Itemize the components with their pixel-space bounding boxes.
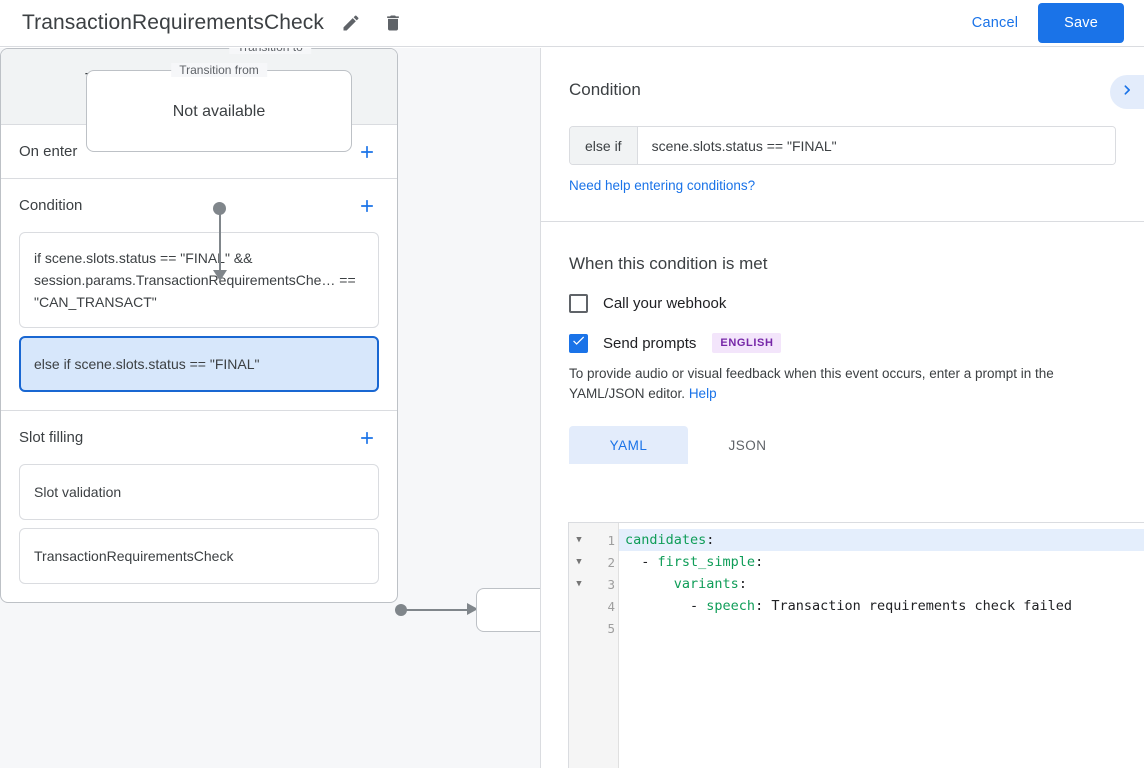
plus-icon [357, 142, 377, 162]
code-line[interactable] [619, 617, 1144, 639]
slot-filling-item[interactable]: Slot validation [19, 464, 379, 520]
when-condition-met-heading: When this condition is met [569, 254, 768, 273]
editor-gutter: ▼ 1 ▼ 2 ▼ 3 4 5 [569, 523, 619, 768]
code-line[interactable]: candidates: [619, 529, 1144, 551]
condition-input[interactable] [637, 127, 1115, 164]
check-icon [571, 333, 586, 353]
code-line[interactable]: - first_simple: [619, 551, 1144, 573]
plus-icon [357, 196, 377, 216]
trash-icon [383, 13, 403, 33]
line-number: 2 [607, 554, 615, 570]
connector-arrowhead-down [213, 270, 227, 281]
target-node[interactable] [476, 588, 540, 632]
code-colon: : [755, 598, 764, 614]
send-prompts-checkbox[interactable] [569, 333, 588, 353]
section-condition: Condition if scene.slots.status == "FINA… [1, 179, 397, 411]
slot-filling-item[interactable]: TransactionRequirementsCheck [19, 528, 379, 584]
condition-heading: Condition [569, 80, 641, 99]
line-number: 5 [607, 620, 615, 636]
language-badge: ENGLISH [712, 333, 782, 353]
fold-arrow-icon[interactable]: ▼ [576, 579, 582, 589]
code-indent [625, 576, 674, 592]
condition-item[interactable]: if scene.slots.status == "FINAL" && sess… [19, 232, 379, 328]
flow-canvas[interactable]: Transition from Not available Transition… [0, 48, 540, 768]
condition-help-link[interactable]: Need help entering conditions? [569, 178, 756, 193]
condition-field-row: else if [569, 126, 1116, 165]
tab-json[interactable]: JSON [728, 437, 767, 453]
webhook-checkbox[interactable] [569, 294, 588, 313]
edit-title-button[interactable] [336, 8, 366, 38]
webhook-label: Call your webhook [603, 295, 727, 312]
webhook-checkbox-row[interactable]: Call your webhook [569, 294, 1116, 313]
app-header: TransactionRequirementsCheck Cancel Save [0, 0, 1144, 47]
code-line[interactable]: - speech: Transaction requirements check… [619, 595, 1144, 617]
tab-yaml[interactable]: YAML [569, 426, 688, 464]
add-on-enter-button[interactable] [355, 140, 379, 164]
send-prompts-label: Send prompts [603, 334, 697, 352]
section-on-enter: On enter [1, 125, 397, 179]
editor-format-tabs: YAML JSON [569, 426, 1116, 464]
code-colon: : [738, 576, 747, 592]
section-title-slot-filling: Slot filling [19, 429, 84, 446]
code-colon: : [755, 554, 764, 570]
connector-line-horizontal [400, 609, 470, 611]
section-divider [541, 221, 1144, 222]
line-number: 1 [607, 532, 615, 548]
gutter-row: ▼ 3 [569, 573, 618, 595]
add-slot-filling-button[interactable] [355, 426, 379, 450]
gutter-row: 5 [569, 617, 618, 639]
pencil-icon [341, 13, 361, 33]
fold-arrow-icon[interactable]: ▼ [576, 557, 582, 567]
transition-from-legend: Transition from [171, 63, 267, 77]
transition-from-value: Not available [172, 103, 266, 120]
gutter-row: ▼ 1 [569, 529, 618, 551]
code-indent: - [625, 554, 658, 570]
send-prompts-helper-text: To provide audio or visual feedback when… [569, 364, 1116, 404]
code-key: variants [673, 576, 739, 592]
transition-to-legend: Transition to [229, 48, 311, 54]
line-number: 4 [607, 598, 615, 614]
yaml-editor[interactable]: ▼ 1 ▼ 2 ▼ 3 4 5 candidates: - first_simp… [568, 522, 1144, 768]
condition-section: Condition else if Need help entering con… [541, 48, 1144, 195]
code-key: speech [706, 598, 756, 614]
helper-text: To provide audio or visual feedback when… [569, 366, 1054, 401]
page-title: TransactionRequirementsCheck [22, 11, 324, 34]
section-title-on-enter: On enter [19, 143, 78, 160]
cancel-button[interactable]: Cancel [958, 7, 1032, 39]
gutter-row: ▼ 2 [569, 551, 618, 573]
condition-item-selected[interactable]: else if scene.slots.status == "FINAL" [19, 336, 379, 392]
chevron-right-icon [1117, 80, 1137, 105]
connector-line-vertical [219, 208, 221, 274]
section-slot-filling: Slot filling Slot validation Transaction… [1, 411, 397, 602]
transition-from-node[interactable]: Transition from Not available [86, 63, 352, 152]
helper-help-link[interactable]: Help [688, 386, 717, 401]
gutter-row: 4 [569, 595, 618, 617]
code-key: first_simple [657, 554, 756, 570]
connector-arrowhead-right [467, 603, 478, 615]
send-prompts-checkbox-row[interactable]: Send prompts ENGLISH [569, 333, 1116, 353]
plus-icon [357, 428, 377, 448]
delete-button[interactable] [378, 8, 408, 38]
code-key: candidates [625, 532, 707, 548]
section-title-condition: Condition [19, 197, 83, 214]
save-button[interactable]: Save [1038, 3, 1124, 43]
line-number: 3 [607, 576, 615, 592]
code-line[interactable]: variants: [619, 573, 1144, 595]
code-indent: - [625, 598, 707, 614]
fold-arrow-icon[interactable]: ▼ [576, 535, 582, 545]
condition-prefix-label: else if [570, 127, 638, 164]
when-condition-met-section: When this condition is met Call your web… [541, 222, 1144, 464]
expand-panel-button[interactable] [1110, 75, 1144, 109]
code-value: Transaction requirements check failed [763, 598, 1073, 614]
editor-code-area[interactable]: candidates: - first_simple: variants: - … [619, 523, 1144, 768]
add-condition-button[interactable] [355, 194, 379, 218]
code-colon: : [706, 532, 715, 548]
